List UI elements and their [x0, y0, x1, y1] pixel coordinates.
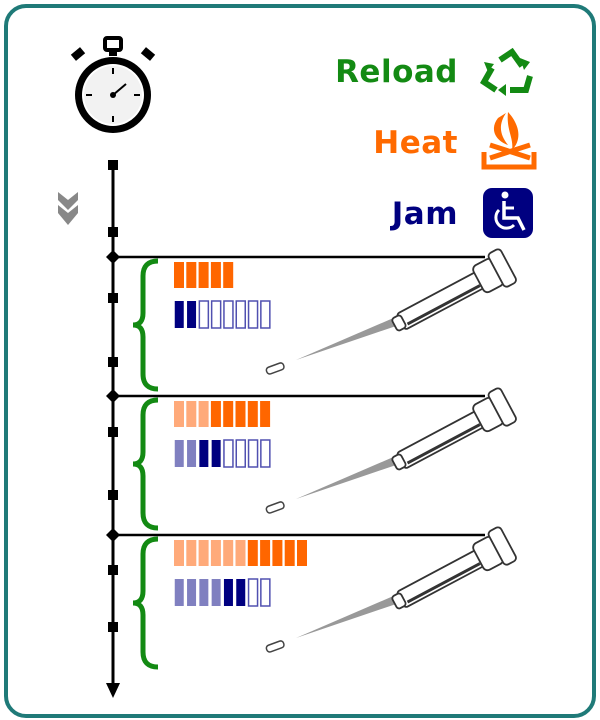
- heat-bar: [235, 540, 246, 566]
- gun-body: [391, 387, 517, 471]
- reload-brace: [132, 258, 159, 392]
- barrel-shadow: [406, 284, 481, 326]
- double-chevron-down-icon: [58, 192, 78, 225]
- heat-bar: [174, 401, 184, 427]
- gun-barrel-icon: [265, 387, 517, 514]
- jam-bar: [198, 300, 210, 329]
- jam-bar: [211, 440, 221, 467]
- cycle-start-marker: [106, 250, 120, 264]
- mount: [487, 387, 517, 427]
- timeline-tick: [108, 160, 118, 170]
- jam-bar: [223, 579, 233, 606]
- jam-bar: [199, 579, 209, 606]
- stopwatch-icon: [70, 36, 156, 133]
- cycle-1: [106, 248, 517, 392]
- timeline-tick: [108, 427, 118, 437]
- jam-bar: [235, 300, 246, 329]
- wheelchair-icon: [483, 188, 533, 238]
- legend-jam-label: Jam: [391, 196, 458, 232]
- bullet-shell: [265, 362, 285, 375]
- timeline-tick: [108, 293, 118, 303]
- jam-bar: [260, 300, 271, 329]
- legend-heat-label: Heat: [373, 125, 458, 161]
- timeline-axis: [106, 162, 120, 698]
- barrel-shadow: [406, 562, 481, 604]
- heat-bar: [186, 540, 197, 566]
- jam-bar: [247, 300, 259, 329]
- muzzle: [391, 453, 407, 471]
- jam-bar: [247, 578, 259, 607]
- heat-bar: [247, 540, 258, 566]
- jam-bar: [187, 301, 197, 328]
- timeline-tick: [108, 565, 118, 575]
- heat-bar: [297, 540, 307, 566]
- heat-bar: [284, 540, 295, 566]
- muzzle: [391, 314, 407, 332]
- timeline-tick: [108, 227, 118, 237]
- cycle-3: [106, 526, 517, 670]
- gun-body: [391, 248, 517, 332]
- gun-barrel-icon: [265, 526, 517, 653]
- jam-bar: [210, 300, 222, 329]
- heat-bar: [260, 401, 271, 427]
- jam-bar: [260, 578, 271, 607]
- reload-brace: [132, 536, 159, 670]
- gun-body: [391, 526, 517, 610]
- heat-bar: [210, 262, 221, 288]
- heat-bar: [186, 401, 197, 427]
- muzzle: [391, 592, 407, 610]
- heat-bar: [198, 401, 209, 427]
- bullet-shell: [265, 640, 285, 653]
- heat-bar: [272, 540, 283, 566]
- gun-barrel-icon: [265, 248, 517, 375]
- timeline-tick: [108, 357, 118, 367]
- reload-brace: [132, 397, 159, 531]
- campfire-icon: [481, 112, 537, 170]
- jam-bar: [235, 439, 246, 468]
- cycle-2: [106, 387, 517, 531]
- heat-bar: [186, 262, 197, 288]
- jam-bar: [223, 439, 234, 468]
- heat-bar: [223, 540, 234, 566]
- heat-bar: [247, 401, 258, 427]
- jam-bar: [211, 579, 221, 606]
- jam-bar: [187, 440, 197, 467]
- muzzle-beam: [296, 316, 402, 360]
- legend-reload-label: Reload: [335, 54, 458, 90]
- heat-bar: [210, 540, 221, 566]
- heat-bar: [174, 262, 184, 288]
- mount: [487, 526, 517, 566]
- heat-bar: [223, 401, 234, 427]
- jam-bar: [174, 440, 184, 467]
- barrel-shadow: [406, 423, 481, 465]
- cycle-start-marker: [106, 528, 120, 542]
- heat-bar: [260, 540, 271, 566]
- recycle-icon: [480, 47, 533, 96]
- cycle-start-marker: [106, 389, 120, 403]
- jam-bar: [187, 579, 197, 606]
- heat-bar: [198, 540, 209, 566]
- muzzle-beam: [296, 594, 402, 638]
- jam-bar: [260, 439, 271, 468]
- frame-border: [4, 4, 596, 718]
- timeline-tick: [108, 490, 118, 500]
- heat-bar: [210, 401, 221, 427]
- jam-bar: [223, 300, 234, 329]
- timeline-tick: [108, 622, 118, 632]
- muzzle-beam: [296, 455, 402, 499]
- jam-bar: [247, 439, 259, 468]
- heat-bar: [223, 262, 234, 288]
- jam-bar: [174, 301, 184, 328]
- jam-bar: [199, 440, 209, 467]
- heat-bar: [174, 540, 184, 566]
- heat-bar: [198, 262, 209, 288]
- jam-bar: [236, 579, 246, 606]
- heat-bar: [235, 401, 246, 427]
- bullet-shell: [265, 501, 285, 514]
- jam-bar: [174, 579, 184, 606]
- mount: [487, 248, 517, 288]
